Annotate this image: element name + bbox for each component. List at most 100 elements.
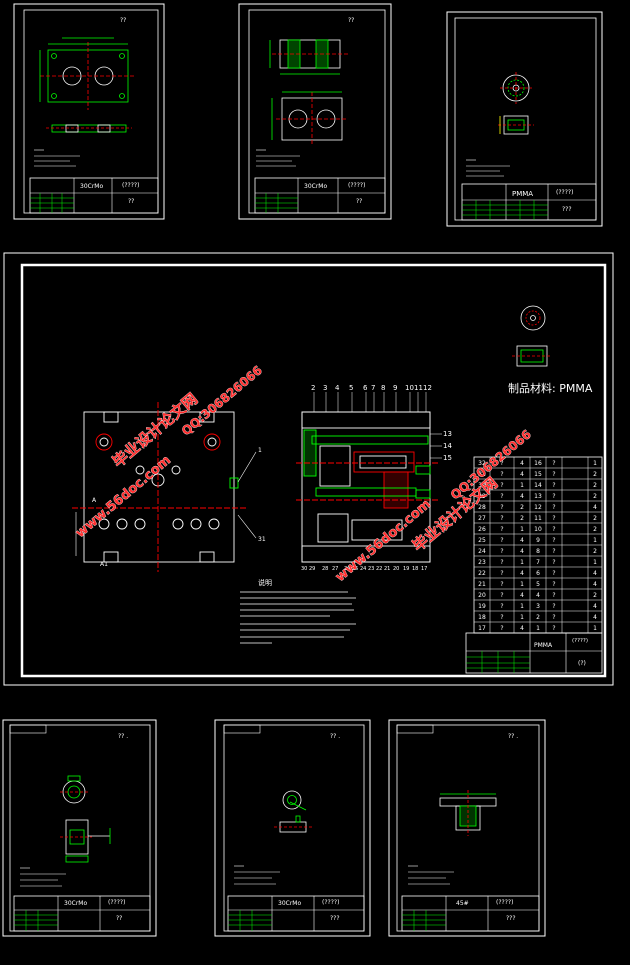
sheet-1-title-block: 30CrMo (????) ?? [29,177,159,214]
bom-cell: 26 [478,526,486,533]
sheet-1-side-view [46,124,132,133]
bom-cell: ? [552,515,555,522]
sheet-7-number: ??? [506,915,516,922]
bom-cell: 9 [536,537,540,544]
bom-cell: ? [552,581,555,588]
sheet-2-scale: ?? [348,17,354,24]
bom-cell: ? [500,526,503,533]
callout-4: 4 [335,384,340,392]
bom-cell: ? [500,625,503,632]
callout-25: 25 [352,566,358,572]
sheet-7-scale: ?? . [508,733,518,740]
sheet-3: PMMA (????) ??? [446,11,603,227]
sheet-3-notes [466,159,510,177]
callout-23: 23 [368,566,374,572]
assembly-title: (????) [572,638,588,644]
sheet-2-title-block: 30CrMo (????) ?? [254,177,386,214]
callout-18: 18 [412,566,418,572]
bom-cell: ? [552,493,555,500]
callout-27: 27 [332,566,338,572]
bom-cell: 4 [520,460,524,467]
sheet-6-scale: ?? . [330,733,340,740]
bom-cell: 30 [478,482,486,489]
bom-cell: ? [500,515,503,522]
callout-21: 21 [384,566,390,572]
bom-cell: 23 [478,559,486,566]
section-view [296,392,442,563]
watermarks: 毕业设计论文网 QQ:306826066 www.56doc.com www.5… [73,363,534,586]
sheet-5-notes [20,867,66,887]
product-preview [512,305,552,367]
bom-cell: ? [552,537,555,544]
callout-22: 22 [376,566,382,572]
technical-notes: 说明 [240,578,356,644]
callout-9: 9 [393,384,397,392]
bom-cell: ? [500,493,503,500]
bom-cell: ? [552,548,555,555]
assembly-title-block: PMMA (????) (?) [465,632,603,674]
assembly-sheet: 制品材料: PMMA 1 [3,252,614,686]
sheet-6-material: 30CrMo [278,900,301,907]
callout-1: 1 [258,447,262,454]
bom-cell: 2 [593,493,597,500]
bom-cell: ? [552,570,555,577]
bom-cell: 1 [520,526,524,533]
sheet-3-title: (????) [556,189,573,196]
sheet-2-material: 30CrMo [304,183,327,190]
sheet-2-notes [256,149,300,167]
callout-10: 10 [405,384,414,392]
callout-19: 19 [403,566,409,572]
sheet-5-number: ?? [116,915,122,922]
bom-cell: 1 [520,614,524,621]
bom-cell: 7 [536,559,540,566]
sheet-2: ?? 30 [238,3,392,220]
bom-cell: 1 [520,482,524,489]
bom-cell: 3 [536,603,540,610]
bom-cell: 2 [593,592,597,599]
bom-cell: 4 [593,504,597,511]
sheet-2-plate-view [271,91,348,146]
right-callouts: 13 14 15 [443,430,452,462]
sheet-3-title-block: PMMA (????) ??? [461,183,597,221]
sheet-7-material: 45# [456,900,469,907]
callout-8: 8 [381,384,385,392]
bom-cell: ? [500,570,503,577]
sheet-3-material: PMMA [512,190,533,198]
bom-cell: 2 [593,482,597,489]
bom-cell: 2 [593,548,597,555]
sheet-7-part-view [439,790,497,836]
material-label: 制品材料: PMMA [508,381,593,395]
bom-cell: ? [552,592,555,599]
callout-7: 7 [371,384,375,392]
sheet-2-number: ?? [356,198,362,205]
bom-cell: 18 [478,614,486,621]
sheet-1-number: ?? [128,198,134,205]
sheet-1-plate-view [39,37,136,110]
bom-cell: ? [552,559,555,566]
bottom-callouts: 30 29 28 27 26 25 24 23 22 21 20 19 18 1… [301,566,427,572]
sheet-2-title: (????) [348,182,365,189]
callout-31: 31 [258,536,266,543]
bom-cell: 13 [534,493,542,500]
sheet-6-title-block: 30CrMo (????) ??? [227,895,365,932]
bom-cell: 4 [593,570,597,577]
callout-11: 11 [414,384,423,392]
bom-cell: 4 [520,537,524,544]
sheet-5-material: 30CrMo [64,900,87,907]
sheet-7-title-block: 45# (????) ??? [401,895,540,932]
bom-cell: 24 [478,548,486,555]
bom-cell: ? [500,603,503,610]
bom-cell: 4 [593,581,597,588]
bom-cell: ? [500,471,503,478]
sheet-5-scale: ?? . [118,733,128,740]
callout-13: 13 [443,430,452,438]
bom-cell: ? [500,482,503,489]
sheet-6-title: (????) [322,899,339,906]
callout-30: 30 [301,566,307,572]
bom-cell: 31 [478,471,486,478]
bom-cell: 4 [593,603,597,610]
bom-cell: 6 [536,570,540,577]
sheet-3-part-section [498,115,534,135]
sheet-6-part-view [274,790,312,833]
